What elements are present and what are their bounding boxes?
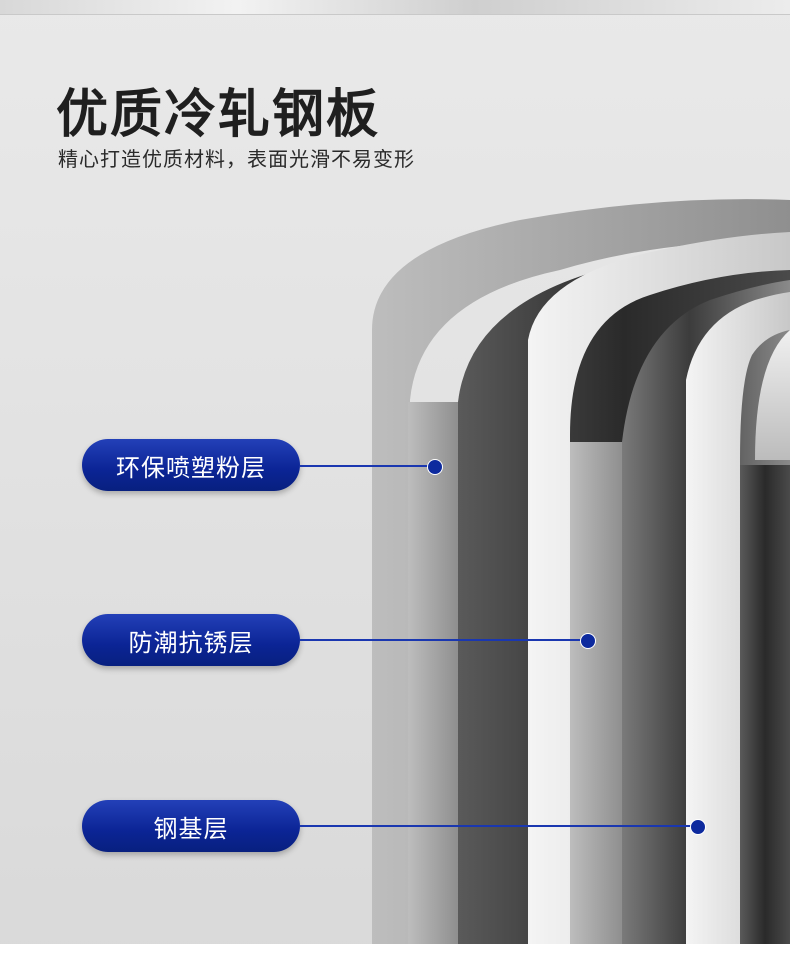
callout-label: 防潮抗锈层 <box>128 628 254 657</box>
callout-dot-3 <box>690 819 706 835</box>
top-image-strip <box>0 0 790 15</box>
inner-sheet-body <box>740 465 790 945</box>
callout-line-2 <box>300 639 587 641</box>
callout-label: 钢基层 <box>153 814 229 843</box>
bottom-margin <box>0 944 790 969</box>
callout-line-3 <box>300 825 698 827</box>
outer-sheet-edge <box>408 402 458 945</box>
callout-steel-base-layer: 钢基层 <box>82 800 300 852</box>
callout-anti-rust-layer: 防潮抗锈层 <box>82 614 300 666</box>
page-title: 优质冷轧钢板 <box>56 85 381 145</box>
callout-dot-1 <box>427 459 443 475</box>
outer-sheet-shape <box>372 199 790 945</box>
callout-line-1 <box>300 465 434 467</box>
callout-label: 环保喷塑粉层 <box>116 453 266 482</box>
inner-sheet-top <box>755 330 790 460</box>
middle-sheet-shape <box>528 232 790 945</box>
middle-sheet-edge <box>570 442 622 945</box>
callout-powder-coating-layer: 环保喷塑粉层 <box>82 439 300 491</box>
steel-layers-illustration <box>372 199 790 945</box>
page-subtitle: 精心打造优质材料，表面光滑不易变形 <box>58 147 415 171</box>
callout-dot-2 <box>580 633 596 649</box>
inner-sheet-shape <box>686 292 790 945</box>
